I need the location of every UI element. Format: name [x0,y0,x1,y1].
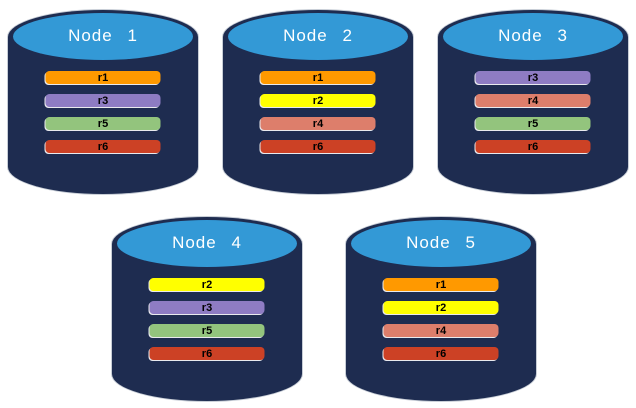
cylinder-top-face [443,13,623,60]
cylinder-top-face [13,13,193,60]
replica-bar-r1: r1 [383,278,499,291]
replica-bar-r6: r6 [383,347,499,360]
node-row-2: Node 4 r2 r3 r5 r6 Node 5 r1 r2 r4 r6 [0,217,636,401]
replica-bar-r5: r5 [45,117,161,130]
node-title: Node 4 [172,233,242,252]
replica-list: r1 r2 r4 r6 [260,71,376,153]
replica-bar-r2: r2 [149,278,265,291]
replica-bar-r6: r6 [45,140,161,153]
replica-bar-r3: r3 [475,71,591,84]
replica-bar-r3: r3 [45,94,161,107]
replica-list: r1 r3 r5 r6 [45,71,161,153]
replica-bar-r3: r3 [149,301,265,314]
replica-bar-r2: r2 [260,94,376,107]
replica-bar-r5: r5 [149,324,265,337]
replica-bar-r1: r1 [45,71,161,84]
replica-bar-r4: r4 [475,94,591,107]
replica-bar-r2: r2 [383,301,499,314]
cylinder-top-face [351,220,531,267]
node-row-1: Node 1 r1 r3 r5 r6 Node 2 r1 r2 r4 r6 No… [0,10,636,194]
replica-bar-r6: r6 [260,140,376,153]
replica-bar-r6: r6 [149,347,265,360]
node-cylinder-5: Node 5 r1 r2 r4 r6 [346,217,536,401]
node-cylinder-3: Node 3 r3 r4 r5 r6 [438,10,628,194]
replica-bar-r5: r5 [475,117,591,130]
replica-list: r1 r2 r4 r6 [383,278,499,360]
node-cylinder-2: Node 2 r1 r2 r4 r6 [223,10,413,194]
replica-bar-r6: r6 [475,140,591,153]
cylinder-top-face [117,220,297,267]
node-title: Node 2 [283,26,353,45]
replica-list: r2 r3 r5 r6 [149,278,265,360]
replica-list: r3 r4 r5 r6 [475,71,591,153]
replica-bar-r4: r4 [383,324,499,337]
node-cylinder-1: Node 1 r1 r3 r5 r6 [8,10,198,194]
node-cylinder-4: Node 4 r2 r3 r5 r6 [112,217,302,401]
replica-bar-r4: r4 [260,117,376,130]
replica-bar-r1: r1 [260,71,376,84]
node-title: Node 3 [498,26,568,45]
node-title: Node 1 [68,26,138,45]
node-title: Node 5 [406,233,476,252]
cylinder-top-face [228,13,408,60]
